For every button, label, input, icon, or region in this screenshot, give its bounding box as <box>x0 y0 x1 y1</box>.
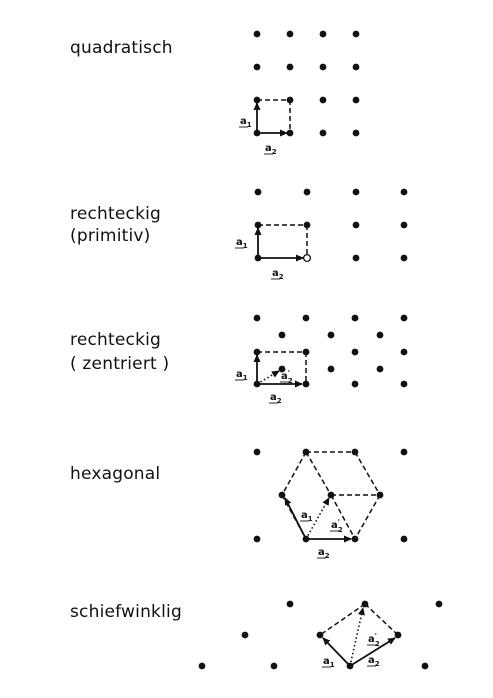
vector-label-primed: a'2 <box>331 518 343 534</box>
cell-edge <box>354 494 381 540</box>
vector-a1-arrow <box>284 497 307 540</box>
lattice-point <box>253 30 261 38</box>
rectangular-primitive-lattice: a1 a2 <box>235 188 408 281</box>
lattice-point <box>400 535 408 543</box>
cell-edge <box>330 494 356 540</box>
hexagonal-lattice: a1 a2 a'2 <box>253 448 408 560</box>
lattice-point <box>352 221 360 229</box>
lattice-point <box>286 63 294 71</box>
lattice-point <box>302 380 310 388</box>
lattice-point <box>435 600 443 608</box>
lattice-point <box>400 221 408 229</box>
vector-label: a2 <box>270 392 282 405</box>
cell-edge <box>305 451 332 496</box>
lattice-point <box>319 96 327 104</box>
lattice-point <box>270 662 278 670</box>
lattice-point <box>278 331 286 339</box>
lattice-point <box>400 380 408 388</box>
vector-label: a2 <box>272 268 284 281</box>
label-rechteckig-zentriert: rechteckig <box>70 330 162 350</box>
lattice-point <box>351 380 359 388</box>
lattice-point <box>253 448 261 456</box>
lattice-point <box>352 30 360 38</box>
lattice-point <box>303 188 311 196</box>
lattice-point <box>351 348 359 356</box>
lattice-point <box>319 63 327 71</box>
label-hexagonal: hexagonal <box>70 464 161 484</box>
vector-a2-arrow <box>349 637 396 667</box>
lattice-point <box>327 365 335 373</box>
lattice-point <box>376 365 384 373</box>
lattice-point <box>400 314 408 322</box>
rectangular-centered-lattice: a1 a2 a'2 <box>235 314 408 405</box>
lattice-point <box>352 63 360 71</box>
vector-label: a1 <box>301 510 313 523</box>
oblique-lattice: a1 a2 a'2 <box>198 600 443 670</box>
vector-label-primed: a'2 <box>281 369 293 385</box>
vector-label: a2 <box>318 547 330 560</box>
vector-label: a1 <box>236 237 248 250</box>
label-quadratisch: quadratisch <box>70 38 173 58</box>
lattice-point <box>253 63 261 71</box>
label-rechteckig-primitiv: rechteckig <box>70 204 162 224</box>
lattice-point <box>319 30 327 38</box>
square-lattice: a1 a2 <box>239 30 360 156</box>
cell-edge <box>354 451 381 496</box>
lattice-point <box>327 331 335 339</box>
lattice-point <box>302 253 312 263</box>
lattice-point <box>198 662 206 670</box>
primitive-vector-arrow <box>349 607 365 667</box>
lattice-point <box>400 188 408 196</box>
cell-edge <box>281 451 307 496</box>
vector-label: a1 <box>236 369 248 382</box>
lattice-point <box>400 348 408 356</box>
lattice-point <box>376 331 384 339</box>
primitive-vector-arrow <box>256 370 280 385</box>
vector-label: a2 <box>265 143 277 156</box>
lattice-point <box>241 631 249 639</box>
vector-label: a1 <box>240 116 252 129</box>
label-primitiv: (primitiv) <box>70 226 151 246</box>
lattice-point <box>352 96 360 104</box>
lattice-point <box>352 254 360 262</box>
lattice-point <box>302 314 310 322</box>
lattice-point <box>253 535 261 543</box>
lattice-point <box>286 600 294 608</box>
cell-edge <box>364 603 399 636</box>
lattice-point <box>352 188 360 196</box>
lattice-point <box>352 129 360 137</box>
lattice-point <box>351 314 359 322</box>
vector-label: a1 <box>323 656 335 669</box>
lattice-point <box>400 448 408 456</box>
lattice-point <box>254 188 262 196</box>
lattice-point <box>400 254 408 262</box>
lattice-point <box>278 365 286 373</box>
lattice-point <box>421 662 429 670</box>
vector-label: a2 <box>368 655 380 668</box>
cell-edge <box>319 603 366 636</box>
lattice-point <box>253 314 261 322</box>
vector-a1-arrow <box>322 637 351 667</box>
lattice-point <box>286 30 294 38</box>
label-schiefwinklig: schiefwinklig <box>70 602 182 622</box>
lattice-point <box>319 129 327 137</box>
label-zentriert: ( zentriert ) <box>70 354 170 374</box>
vector-label-primed: a'2 <box>368 632 380 648</box>
